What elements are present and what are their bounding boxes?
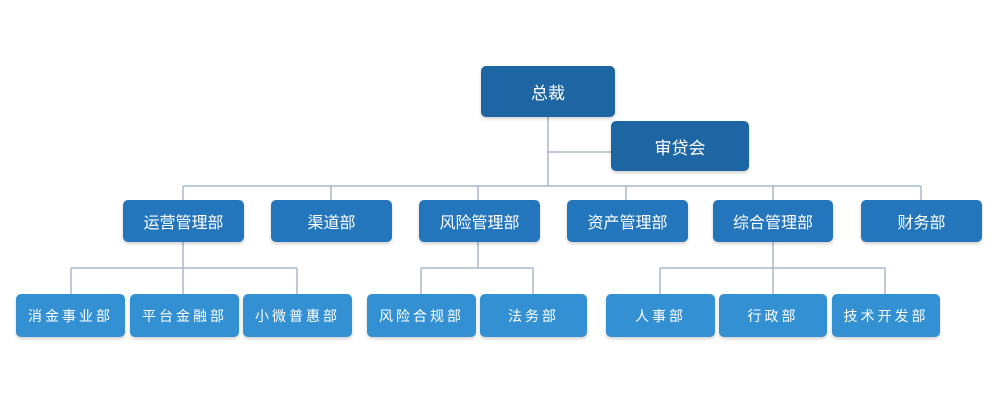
node-channel-dept: 渠道部 (271, 200, 392, 242)
node-risk-dept: 风险管理部 (419, 200, 540, 242)
node-consumer-finance-unit: 消金事业部 (16, 294, 125, 337)
node-loan-committee-label: 审贷会 (654, 138, 706, 159)
node-hr-dept: 人事部 (606, 294, 715, 337)
node-finance-dept: 财务部 (861, 200, 982, 242)
node-legal-dept: 法务部 (480, 294, 587, 337)
node-risk-compliance-dept-label: 风险合规部 (379, 308, 464, 325)
node-risk-dept-label: 风险管理部 (439, 213, 520, 232)
node-platform-finance-dept-label: 平台金融部 (142, 308, 227, 325)
node-administration-dept: 行政部 (719, 294, 827, 337)
node-asset-dept-label: 资产管理部 (587, 213, 668, 232)
node-ceo: 总裁 (481, 66, 615, 117)
node-loan-committee: 审贷会 (611, 121, 749, 171)
node-finance-dept-label: 财务部 (897, 213, 946, 232)
node-ceo-label: 总裁 (531, 84, 565, 104)
node-platform-finance-dept: 平台金融部 (130, 294, 239, 337)
node-consumer-finance-unit-label: 消金事业部 (28, 308, 113, 325)
node-micro-inclusive-dept: 小微普惠部 (243, 294, 352, 337)
node-tech-dev-dept: 技术开发部 (832, 294, 940, 337)
node-operations-dept: 运营管理部 (123, 200, 244, 242)
node-micro-inclusive-dept-label: 小微普惠部 (255, 308, 340, 325)
node-administration-dept-label: 行政部 (747, 308, 799, 325)
node-risk-compliance-dept: 风险合规部 (367, 294, 476, 337)
node-asset-dept: 资产管理部 (567, 200, 688, 242)
node-admin-dept-label: 综合管理部 (732, 213, 813, 232)
node-hr-dept-label: 人事部 (635, 308, 686, 325)
node-admin-dept: 综合管理部 (713, 200, 833, 242)
node-legal-dept-label: 法务部 (508, 308, 559, 325)
node-tech-dev-dept-label: 技术开发部 (843, 308, 929, 325)
node-operations-dept-label: 运营管理部 (143, 213, 224, 232)
node-channel-dept-label: 渠道部 (307, 213, 356, 232)
